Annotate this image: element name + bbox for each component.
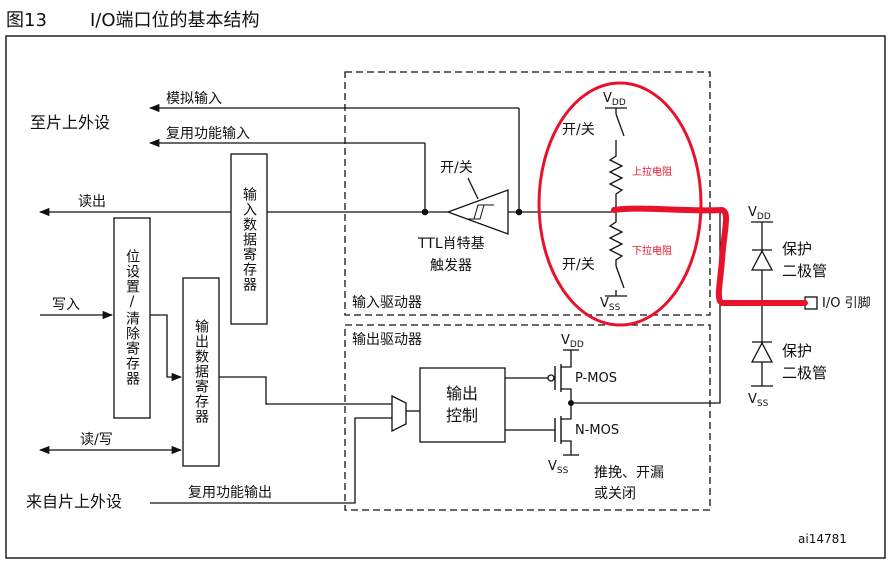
junction-analog xyxy=(515,208,523,216)
output-mode-line2: 或关闭 xyxy=(594,486,636,502)
read-label: 读出 xyxy=(78,193,106,210)
highlight-ellipse xyxy=(537,81,703,327)
from-peripheral-label: 来自片上外设 xyxy=(26,492,122,511)
nmos-label: N-MOS xyxy=(575,423,619,438)
protection-vdd-label: VDD xyxy=(748,205,771,222)
input-data-register xyxy=(230,153,268,325)
alt-output-line xyxy=(150,417,392,504)
pulldown-switch xyxy=(615,265,625,289)
pullup-resistor xyxy=(608,150,624,212)
figure-ref-code: ai14781 xyxy=(798,532,847,546)
pmos-label: P-MOS xyxy=(575,371,617,386)
output-control-block xyxy=(419,367,506,443)
outer-frame xyxy=(5,35,886,559)
pulldown-resistor xyxy=(608,212,624,266)
schmitt-symbol xyxy=(468,204,494,220)
output-driver-box xyxy=(344,324,711,511)
protection-diode-top xyxy=(750,249,774,271)
schmitt-enable xyxy=(467,177,479,200)
figure-title: I/O端口位的基本结构 xyxy=(90,10,260,31)
input-data-register-label: 输入数据寄存器 xyxy=(241,186,257,292)
alt-input-label: 复用功能输入 xyxy=(166,125,250,142)
protection-bottom-line1: 保护 xyxy=(782,342,812,360)
analog-input-label: 模拟输入 xyxy=(166,91,222,107)
pullup-switch-label: 开/关 xyxy=(562,122,595,138)
pulldown-switch-label: 开/关 xyxy=(562,257,595,273)
pullup-vdd-label: VDD xyxy=(603,91,626,108)
pmos-vdd-label: VDD xyxy=(561,333,584,350)
schmitt-label-line2: 触发器 xyxy=(430,258,472,274)
pullup-switch xyxy=(615,113,625,137)
protection-bottom-line2: 二极管 xyxy=(782,364,827,382)
output-data-register-label: 输出数据寄存器 xyxy=(193,318,209,424)
odr-to-mux-line xyxy=(219,376,392,405)
pmos-gate-bubble xyxy=(547,374,555,382)
nmos-vss-label: VSS xyxy=(548,459,569,476)
write-label: 写入 xyxy=(52,297,80,313)
nmos-drain xyxy=(561,403,572,420)
bsr-to-odr-line xyxy=(150,314,183,382)
input-driver-box xyxy=(344,71,711,316)
pullup-resistor-label: 上拉电阻 xyxy=(632,165,672,178)
junction-alt xyxy=(421,208,429,216)
io-pin-label: I/O 引脚 xyxy=(822,295,871,311)
protection-diode-bottom xyxy=(750,341,774,363)
output-driver-label: 输出驱动器 xyxy=(352,332,422,348)
protection-top-line1: 保护 xyxy=(782,240,812,258)
pulldown-vss-label: VSS xyxy=(600,296,621,313)
output-data-register xyxy=(182,277,220,467)
protection-top-line2: 二极管 xyxy=(782,262,827,280)
figure-caption: 图13 I/O端口位的基本结构 xyxy=(0,0,891,32)
output-control-line2: 控制 xyxy=(446,406,478,425)
bit-set-reset-register-label: 位设置/清除寄存器 xyxy=(124,248,140,386)
highlight-path xyxy=(611,205,808,306)
output-mode-line1: 推挽、开漏 xyxy=(594,465,664,481)
protection-vss-label: VSS xyxy=(748,392,769,409)
bit-set-reset-register xyxy=(113,217,151,419)
pmos-drain xyxy=(561,388,572,403)
pulldown-resistor-label: 下拉电阻 xyxy=(632,244,672,257)
output-control-line1: 输出 xyxy=(446,384,478,403)
input-driver-label: 输入驱动器 xyxy=(352,295,422,311)
alt-output-label: 复用功能输出 xyxy=(188,484,272,501)
to-peripheral-label: 至片上外设 xyxy=(30,113,110,132)
schmitt-trigger xyxy=(446,189,509,235)
read-write-label: 读/写 xyxy=(80,431,113,448)
figure-number: 图13 xyxy=(6,10,47,31)
output-mux xyxy=(391,394,407,433)
nmos-source xyxy=(561,440,572,455)
schmitt-switch-label: 开/关 xyxy=(440,160,473,176)
schmitt-label-line1: TTL肖特基 xyxy=(417,235,485,252)
pmos-source xyxy=(561,350,572,368)
